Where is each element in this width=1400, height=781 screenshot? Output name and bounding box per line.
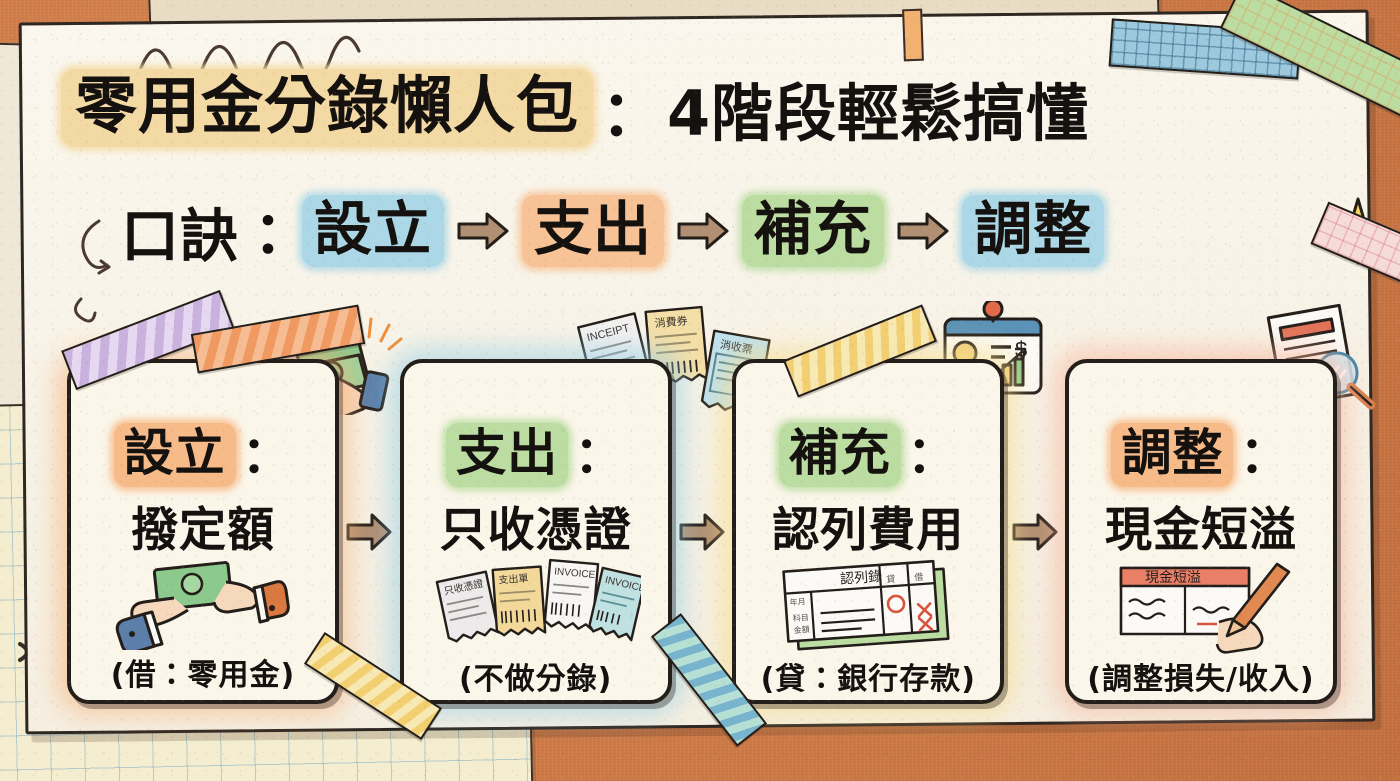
note-with-pen-icon: 現金短溢 bbox=[1119, 562, 1291, 654]
stage-card-wrap-2: 支出 ： 只收憑證 只收憑證 bbox=[399, 359, 672, 704]
title-highlight-text: 零用金分錄懶人包 bbox=[61, 69, 594, 147]
mnemonic-step-2: 支出 bbox=[522, 195, 665, 267]
card-art-2: 只收憑證 支出單 bbox=[404, 554, 668, 654]
card-stage-label-1: 設立 bbox=[113, 423, 236, 487]
card-art-1 bbox=[71, 554, 335, 650]
arrow-right-icon bbox=[897, 211, 949, 251]
mnemonic-row: 口訣： 設立 支出 補充 調整 bbox=[121, 189, 1108, 273]
card-heading-3: 補充 ： bbox=[778, 423, 958, 487]
receipt-label-2: 支出單 bbox=[498, 571, 529, 586]
receipt-stack-icon: 只收憑證 支出單 bbox=[435, 558, 641, 643]
mnemonic-step-1: 設立 bbox=[302, 195, 445, 267]
page-title: 零用金分錄懶人包 ： 4階段輕鬆搞懂 bbox=[61, 63, 1351, 153]
card-headline-1: 撥定額 bbox=[131, 503, 275, 558]
hand-passing-cash-icon bbox=[115, 561, 290, 650]
stage-cards-row: 設立 ： 撥定額 bbox=[67, 359, 1337, 704]
stage-card-wrap-1: 設立 ： 撥定額 bbox=[67, 359, 339, 704]
mnemonic-step-4: 調整 bbox=[962, 195, 1105, 267]
stage-card-adjust[interactable]: 調整 ： 現金短溢 現金短溢 bbox=[1064, 359, 1337, 704]
card-stage-label-2: 支出 bbox=[446, 423, 569, 487]
card-note-3: (貸：銀行存款) bbox=[760, 662, 977, 697]
card-colon-3: ： bbox=[906, 426, 958, 484]
arrow-right-icon bbox=[457, 211, 509, 251]
card-headline-2: 只收憑證 bbox=[439, 503, 632, 558]
card-heading-2: 支出 ： bbox=[446, 423, 625, 487]
ledger-sheet-icon: 認列錄 年月 科目 金額 貸 借 bbox=[782, 559, 950, 651]
stage-card-wrap-4: 調整 ： 現金短溢 現金短溢 bbox=[1064, 359, 1337, 704]
card-colon-4: ： bbox=[1239, 426, 1291, 484]
card-art-3: 認列錄 年月 科目 金額 貸 借 bbox=[736, 554, 1000, 654]
svg-text:消收票: 消收票 bbox=[719, 337, 754, 357]
card-note-4: (調整損失/收入) bbox=[1087, 662, 1315, 697]
card-colon-1: ： bbox=[241, 426, 293, 484]
arrow-right-icon bbox=[677, 211, 729, 251]
title-colon: ： bbox=[601, 77, 665, 150]
card-art-4: 現金短溢 bbox=[1069, 554, 1333, 654]
card-connector-arrow-2 bbox=[674, 359, 730, 704]
note-banner-label: 現金短溢 bbox=[1145, 570, 1201, 586]
card-stage-label-3: 補充 bbox=[778, 423, 901, 487]
card-note-1: (借：零用金) bbox=[110, 658, 296, 693]
receipt-label-3: INVOICE bbox=[553, 566, 595, 581]
ledger-title: 認列錄 bbox=[840, 569, 883, 588]
mnemonic-label: 口訣： bbox=[121, 202, 299, 270]
stage-card-replenish[interactable]: 補充 ： 認列費用 認列錄 bbox=[732, 359, 1005, 704]
svg-text:金額: 金額 bbox=[794, 624, 811, 635]
svg-text:科目: 科目 bbox=[793, 612, 810, 623]
stage-card-setup[interactable]: 設立 ： 撥定額 bbox=[67, 359, 339, 704]
ledger-column-1: 貸 bbox=[886, 573, 896, 586]
card-note-2: (不做分錄) bbox=[458, 662, 613, 697]
stage-card-expense[interactable]: 支出 ： 只收憑證 只收憑證 bbox=[399, 359, 672, 704]
orange-paper-tab bbox=[902, 8, 924, 62]
svg-text:年月: 年月 bbox=[790, 596, 807, 607]
title-tail-text: 4階段輕鬆搞懂 bbox=[667, 77, 1090, 150]
main-board: 零用金分錄懶人包 ： 4階段輕鬆搞懂 口訣： 設立 支出 補充 bbox=[18, 0, 1400, 747]
mnemonic-step-3: 補充 bbox=[742, 195, 885, 267]
card-heading-1: 設立 ： bbox=[113, 423, 293, 487]
ledger-column-2: 借 bbox=[914, 571, 924, 584]
card-connector-arrow-1 bbox=[341, 359, 397, 704]
curl-arrow-doodle bbox=[74, 219, 111, 323]
card-heading-4: 調整 ： bbox=[1111, 423, 1290, 487]
card-stage-label-4: 調整 bbox=[1111, 423, 1234, 487]
card-colon-2: ： bbox=[574, 426, 626, 484]
card-headline-3: 認列費用 bbox=[772, 503, 965, 558]
stage-card-wrap-3: 補充 ： 認列費用 認列錄 bbox=[732, 359, 1005, 704]
card-headline-4: 現金短溢 bbox=[1104, 503, 1297, 558]
svg-text:消費券: 消費券 bbox=[654, 313, 688, 330]
card-connector-arrow-3 bbox=[1007, 359, 1063, 704]
